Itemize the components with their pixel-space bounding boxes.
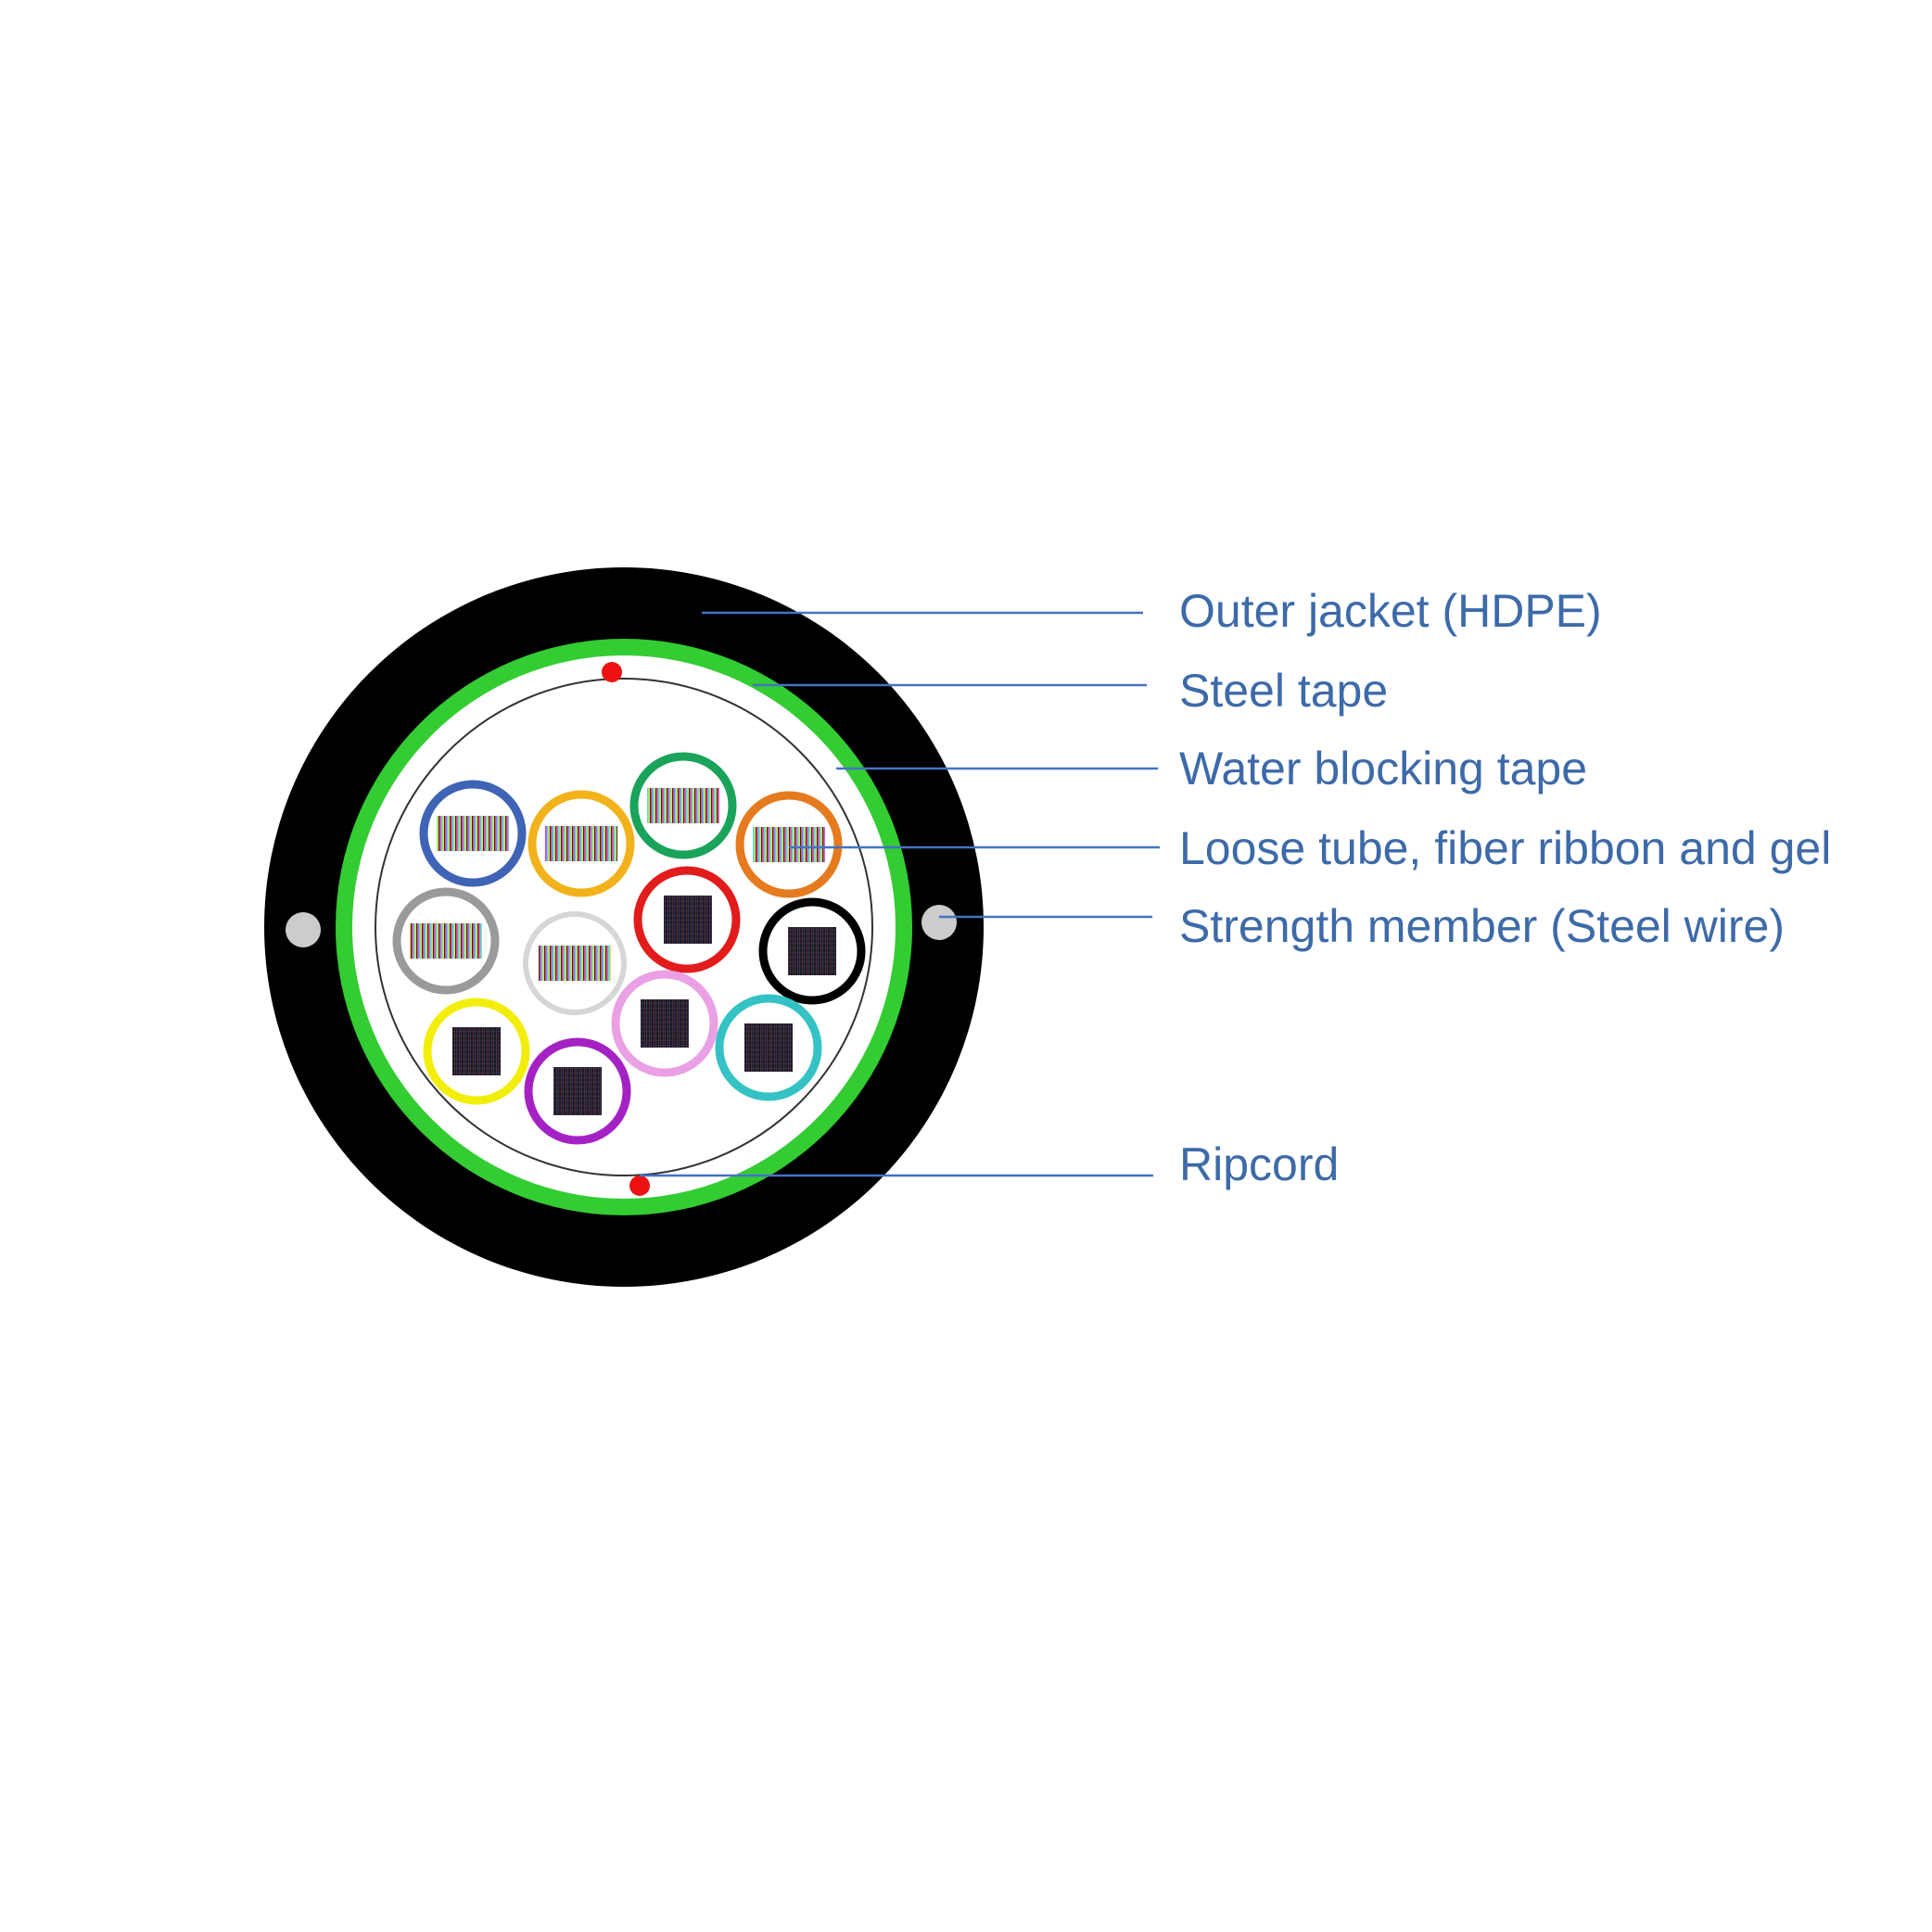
strength-member-left (286, 912, 321, 947)
label-steel-tape: Steel tape (1179, 665, 1388, 717)
label-water-blocking-tape: Water blocking tape (1179, 743, 1587, 794)
label-loose-tube: Loose tube, fiber ribbon and gel (1179, 822, 1831, 874)
callout-labels: Outer jacket (HDPE) Steel tape Water blo… (1179, 585, 1831, 1190)
black-loose-tube (758, 897, 866, 1005)
violet-loose-tube (524, 1037, 631, 1145)
yellow-orange-loose-tube (527, 790, 635, 897)
white-loose-tube (523, 911, 627, 1015)
ripcord-top (602, 662, 622, 682)
strength-member-right (922, 905, 957, 940)
aqua-loose-tube (715, 994, 822, 1101)
label-strength-member: Strength member (Steel wire) (1179, 900, 1785, 952)
loose-tubes (392, 752, 866, 1145)
green-loose-tube (629, 752, 737, 859)
blue-loose-tube (419, 780, 527, 887)
grey-loose-tube (392, 887, 500, 995)
pink-loose-tube (611, 970, 718, 1077)
cable-body (264, 567, 984, 1287)
ripcord-bottom (629, 1176, 650, 1196)
label-outer-jacket: Outer jacket (HDPE) (1179, 585, 1602, 637)
yellow-loose-tube (423, 998, 530, 1105)
label-ripcord: Ripcord (1179, 1138, 1339, 1190)
red-loose-tube (633, 866, 741, 973)
leader-lines (640, 611, 1160, 1177)
orange-loose-tube (735, 791, 843, 898)
